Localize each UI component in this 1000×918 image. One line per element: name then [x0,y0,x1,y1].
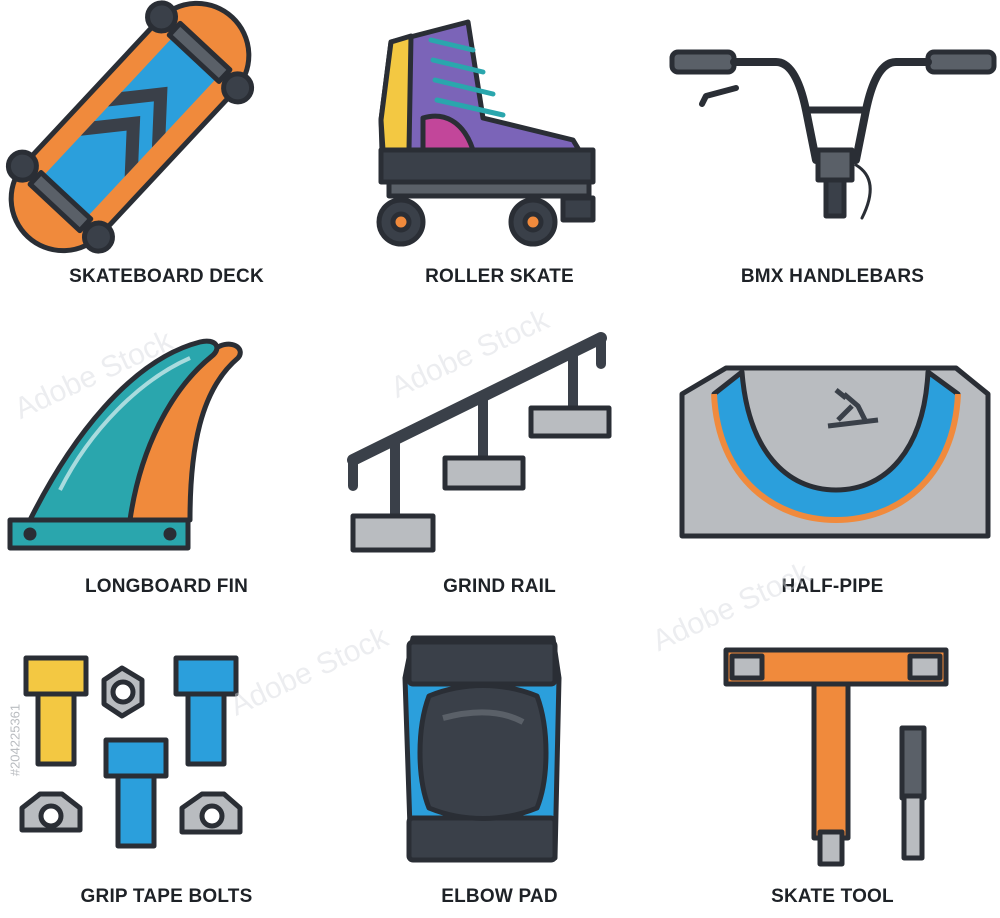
item-label: ELBOW PAD [441,886,558,907]
bmx-handlebars-icon [669,49,997,220]
item-label: GRIND RAIL [443,576,556,597]
item-label: BMX HANDLEBARS [740,266,925,287]
grip-tape-bolts-icon [19,655,243,849]
item-grind-rail: GRIND RAIL [333,310,666,610]
item-label: HALF-PIPE [781,576,884,597]
item-skate-tool: SKATE TOOL [666,618,999,918]
item-longboard-fin: LONGBOARD FIN [0,310,333,610]
item-elbow-pad: ELBOW PAD [333,618,666,918]
grind-rail-icon [347,332,612,553]
item-half-pipe: HALF-PIPE [666,310,999,610]
item-label: ROLLER SKATE [425,266,574,287]
skate-tool-icon [723,647,949,867]
skateboard-deck-icon [5,0,255,254]
half-pipe-icon [679,365,991,539]
item-roller-skate: ROLLER SKATE [333,0,666,300]
item-bmx-handlebars: BMX HANDLEBARS [666,0,999,300]
roller-skate-icon [376,19,596,247]
item-skateboard-deck: SKATEBOARD DECK [0,0,333,300]
item-label: SKATEBOARD DECK [69,266,264,287]
item-label: LONGBOARD FIN [84,576,249,597]
longboard-fin-icon [7,338,243,551]
item-grip-tape-bolts: GRIP TAPE BOLTS [0,618,333,918]
item-label: SKATE TOOL [771,886,894,907]
stock-id: #204225361 [4,660,26,820]
stock-id-text: #204225361 [7,703,23,777]
item-label: GRIP TAPE BOLTS [80,886,253,907]
elbow-pad-icon [402,635,562,863]
